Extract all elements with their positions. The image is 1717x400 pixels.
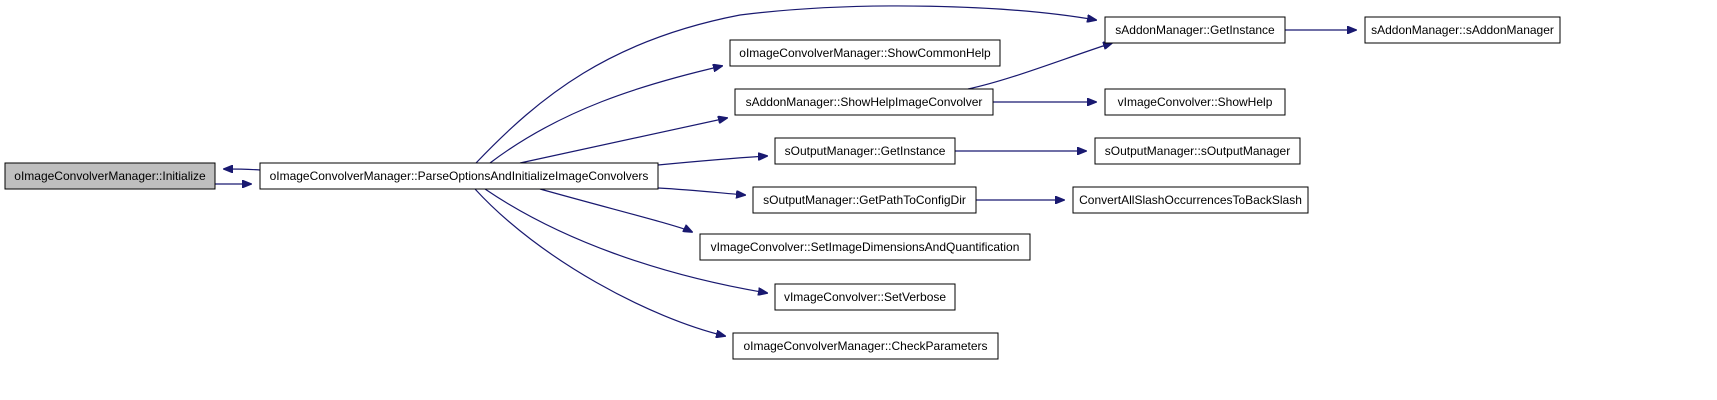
node-label: vImageConvolver::SetImageDimensionsAndQu… (711, 240, 1020, 254)
node-label: sAddonManager::ShowHelpImageConvolver (746, 95, 983, 109)
node-initialize[interactable]: oImageConvolverManager::Initialize (4, 162, 216, 190)
node-parse[interactable]: oImageConvolverManager::ParseOptionsAndI… (259, 162, 659, 190)
node-label: sOutputManager::GetPathToConfigDir (763, 193, 966, 207)
node-addon_getinstance[interactable]: sAddonManager::GetInstance (1104, 16, 1286, 44)
node-box[interactable] (1072, 186, 1309, 214)
edges-layer (215, 5, 1356, 336)
node-label: oImageConvolverManager::CheckParameters (743, 339, 987, 353)
node-box[interactable] (1094, 137, 1301, 165)
edge-parse-to-set_image_dims (539, 188, 692, 232)
node-label: sOutputManager::GetInstance (785, 144, 946, 158)
edge-parse-to-addon_getinstance (475, 5, 1096, 164)
node-box[interactable] (774, 283, 956, 311)
node-box[interactable] (732, 332, 999, 360)
node-box[interactable] (1104, 16, 1286, 44)
node-label: oImageConvolverManager::ShowCommonHelp (739, 46, 991, 60)
node-label: oImageConvolverManager::Initialize (14, 169, 206, 183)
node-get_path_config[interactable]: sOutputManager::GetPathToConfigDir (752, 186, 977, 214)
edge-parse-to-check_params (474, 188, 725, 336)
edge-parse-to-set_verbose (484, 188, 767, 293)
node-set_image_dims[interactable]: vImageConvolver::SetImageDimensionsAndQu… (699, 233, 1031, 261)
node-show_help_ic[interactable]: sAddonManager::ShowHelpImageConvolver (734, 88, 994, 116)
node-label: oImageConvolverManager::ParseOptionsAndI… (270, 169, 649, 183)
node-box[interactable] (1364, 16, 1561, 44)
node-label: ConvertAllSlashOccurrencesToBackSlash (1079, 193, 1302, 207)
node-box[interactable] (699, 233, 1031, 261)
node-output_getinstance[interactable]: sOutputManager::GetInstance (774, 137, 956, 165)
edge-parse-to-show_common_help (489, 66, 722, 164)
node-output_ctor[interactable]: sOutputManager::sOutputManager (1094, 137, 1301, 165)
node-box[interactable] (259, 162, 659, 190)
edge-parse-to-get_path_config (657, 187, 745, 195)
edge-parse-to-show_help_ic (519, 118, 727, 164)
node-box[interactable] (1104, 88, 1286, 116)
node-convert_slash[interactable]: ConvertAllSlashOccurrencesToBackSlash (1072, 186, 1309, 214)
node-label: vImageConvolver::SetVerbose (784, 290, 946, 304)
node-show_common_help[interactable]: oImageConvolverManager::ShowCommonHelp (729, 39, 1001, 67)
node-label: sAddonManager::sAddonManager (1371, 23, 1554, 37)
node-vic_showhelp[interactable]: vImageConvolver::ShowHelp (1104, 88, 1286, 116)
edge-show_help_ic-to-addon_getinstance (967, 43, 1112, 90)
node-box[interactable] (774, 137, 956, 165)
node-addon_ctor[interactable]: sAddonManager::sAddonManager (1364, 16, 1561, 44)
node-box[interactable] (4, 162, 216, 190)
node-label: vImageConvolver::ShowHelp (1118, 95, 1273, 109)
node-check_params[interactable]: oImageConvolverManager::CheckParameters (732, 332, 999, 360)
node-set_verbose[interactable]: vImageConvolver::SetVerbose (774, 283, 956, 311)
edge-parse-to-initialize (224, 169, 261, 170)
edge-parse-to-output_getinstance (657, 156, 767, 166)
node-box[interactable] (729, 39, 1001, 67)
node-label: sAddonManager::GetInstance (1115, 23, 1275, 37)
node-box[interactable] (734, 88, 994, 116)
node-box[interactable] (752, 186, 977, 214)
node-label: sOutputManager::sOutputManager (1105, 144, 1290, 158)
